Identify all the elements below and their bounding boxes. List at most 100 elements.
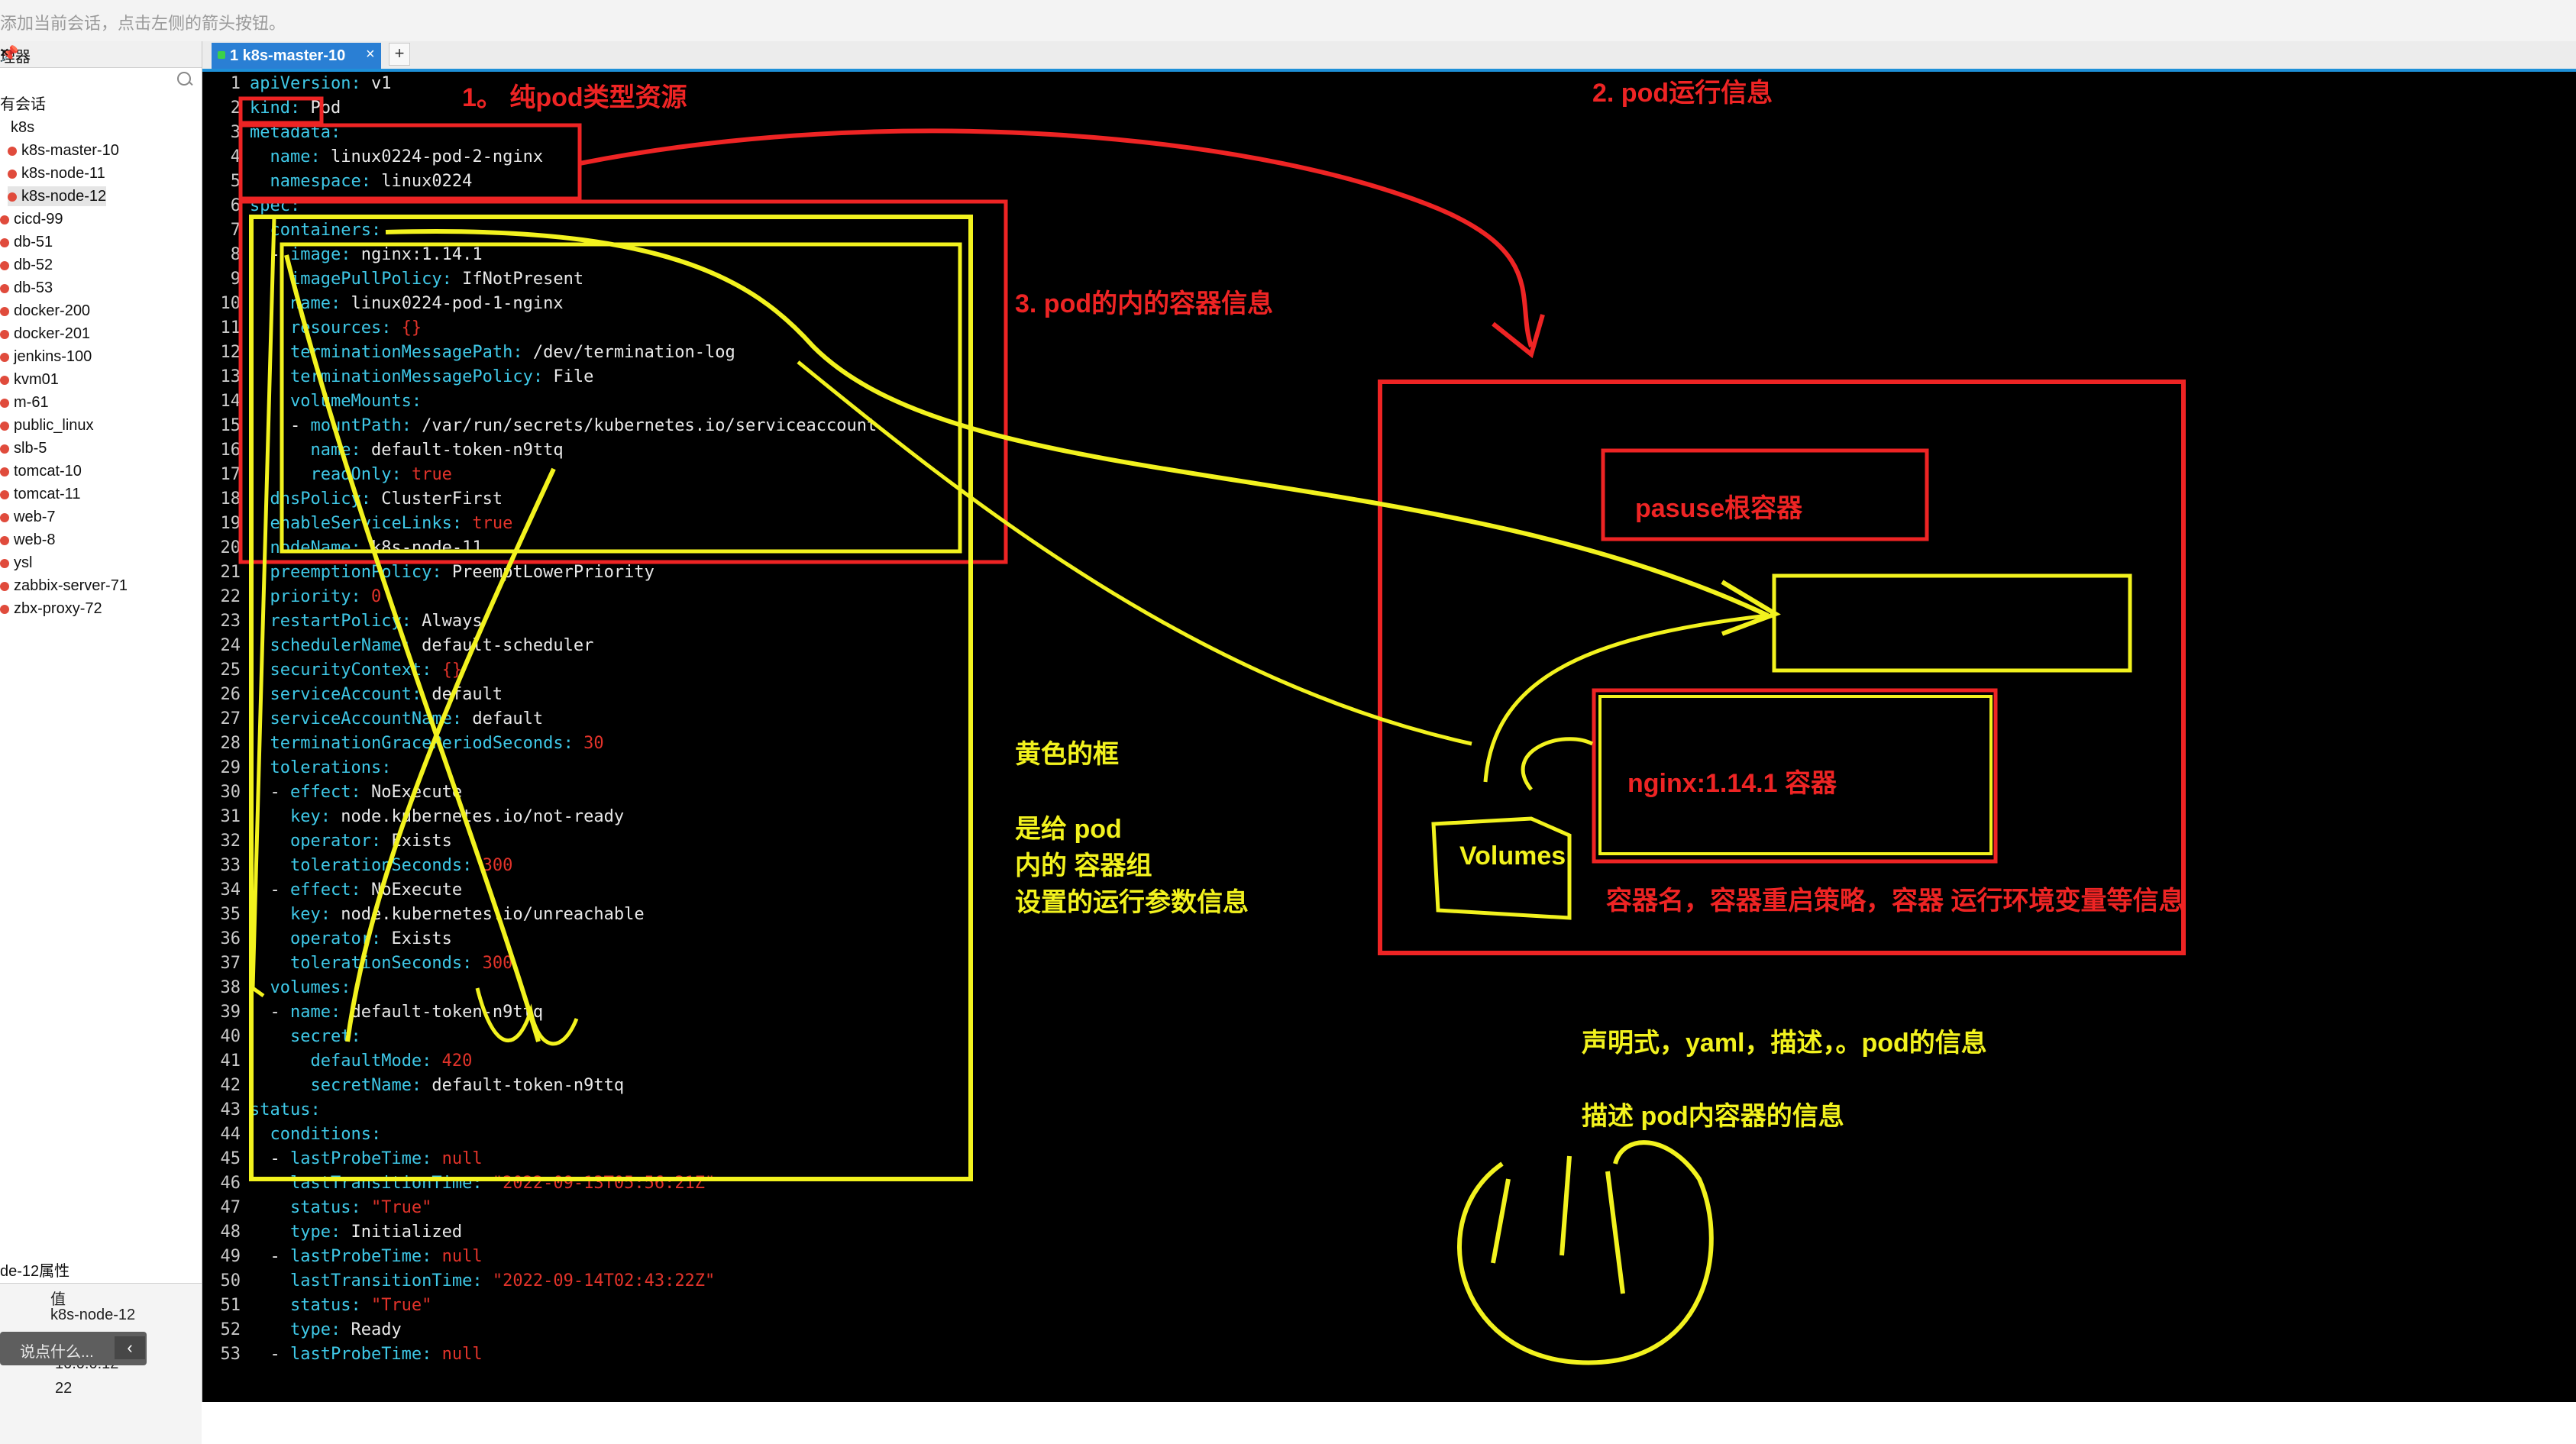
- server-icon: [0, 260, 9, 270]
- line-number: 35: [220, 905, 241, 924]
- code-line: lastTransitionTime: "2022-09-14T02:43:22…: [250, 1269, 715, 1294]
- code-token: type:: [289, 1320, 341, 1339]
- code-token: "True": [360, 1296, 432, 1315]
- code-token: 300: [472, 856, 513, 875]
- code-token: imagePullPolicy:: [289, 270, 452, 289]
- connected-status-icon: [218, 51, 225, 59]
- session-item-label: slb-5: [14, 440, 47, 457]
- session-item[interactable]: k8s-node-11: [8, 163, 105, 183]
- line-number: 24: [220, 636, 241, 655]
- session-item-label: tomcat-11: [14, 486, 81, 502]
- code-token: linux0224-pod-1-nginx: [341, 294, 564, 313]
- pod-outline-box: [1378, 380, 2186, 955]
- session-item[interactable]: web-7: [0, 507, 55, 527]
- tab-k8s-master-10[interactable]: 1 k8s-master-10 ×: [212, 43, 381, 69]
- line-number: 50: [220, 1271, 241, 1291]
- code-token: effect:: [289, 880, 361, 900]
- code-token: secretName:: [310, 1076, 422, 1095]
- session-item[interactable]: tomcat-10: [0, 461, 82, 481]
- tab-bar: 1 k8s-master-10 × +: [202, 41, 2576, 72]
- session-item[interactable]: m-61: [0, 392, 49, 412]
- code-line: - effect: NoExecute: [250, 878, 462, 903]
- code-token: "True": [360, 1198, 432, 1217]
- session-item[interactable]: public_linux: [0, 415, 94, 435]
- session-item-label: ysl: [14, 554, 33, 571]
- session-item-label: k8s-node-12: [21, 188, 107, 205]
- session-item[interactable]: tomcat-11: [0, 484, 80, 504]
- code-token: apiVersion:: [250, 74, 361, 93]
- code-line: schedulerName: default-scheduler: [250, 634, 594, 658]
- line-number: 19: [220, 514, 241, 533]
- session-item[interactable]: db-52: [0, 255, 53, 275]
- code-token: Exists: [381, 929, 452, 948]
- session-item-label: 有会话: [0, 96, 46, 113]
- session-item[interactable]: kvm01: [0, 370, 59, 389]
- line-number: 38: [220, 978, 241, 997]
- code-token: 300: [472, 954, 513, 973]
- code-token: terminationMessagePath:: [289, 343, 523, 362]
- code-token: -: [250, 1003, 290, 1022]
- code-token: tolerationSeconds:: [289, 856, 473, 875]
- line-number: 12: [220, 343, 241, 362]
- session-item-label: jenkins-100: [14, 348, 92, 365]
- nginx-container-box: [1592, 688, 1998, 864]
- container-yellow-box: [280, 242, 962, 554]
- code-token: key:: [289, 807, 331, 826]
- session-item[interactable]: zabbix-server-71: [0, 576, 128, 596]
- chevron-left-icon[interactable]: ‹: [115, 1336, 145, 1359]
- pin-icon[interactable]: 📌: [0, 46, 19, 63]
- code-line: apiVersion: v1: [250, 72, 391, 96]
- line-number: 16: [220, 441, 241, 460]
- session-item[interactable]: web-8: [0, 530, 55, 550]
- session-item[interactable]: db-51: [0, 232, 53, 252]
- session-item-label: zabbix-server-71: [14, 577, 128, 594]
- line-number: 53: [220, 1345, 241, 1364]
- line-number: 31: [220, 807, 241, 826]
- code-token: 420: [431, 1052, 473, 1071]
- session-manager-header: 理器 📌 ×: [0, 41, 202, 68]
- code-token: lastProbeTime:: [289, 1149, 432, 1168]
- session-item[interactable]: k8s: [11, 118, 34, 137]
- server-icon: [0, 215, 9, 225]
- code-line: type: Ready: [250, 1318, 402, 1342]
- code-token: nginx:1.14.1: [351, 245, 483, 264]
- pause-container-box: [1601, 448, 1929, 541]
- session-item[interactable]: k8s-master-10: [8, 141, 119, 160]
- session-item[interactable]: docker-200: [0, 301, 90, 321]
- tooltip-text: 说点什么...: [20, 1344, 94, 1361]
- session-item[interactable]: slb-5: [0, 438, 47, 458]
- session-item[interactable]: jenkins-100: [0, 347, 92, 367]
- session-item[interactable]: 有会话: [0, 95, 46, 115]
- line-number: 34: [220, 880, 241, 900]
- session-item[interactable]: docker-201: [0, 324, 90, 344]
- tab-close-icon[interactable]: ×: [366, 46, 375, 63]
- code-token: defaultMode:: [310, 1052, 432, 1071]
- close-icon[interactable]: ×: [0, 44, 9, 61]
- session-item[interactable]: zbx-proxy-72: [0, 599, 102, 619]
- line-number: 11: [220, 318, 241, 338]
- session-item[interactable]: cicd-99: [0, 209, 63, 229]
- session-item-label: k8s-master-10: [21, 142, 119, 159]
- code-token: lastProbeTime:: [289, 1345, 432, 1364]
- code-token: status:: [250, 1100, 321, 1119]
- session-item[interactable]: ysl: [0, 553, 32, 573]
- code-line: nodeName: k8s-node-11: [250, 536, 483, 560]
- chat-tooltip[interactable]: 说点什么... ‹: [0, 1332, 147, 1365]
- code-token: node.kubernetes.io/unreachable: [330, 905, 645, 924]
- yellow-note-line-1: 黄色的框: [1015, 740, 1119, 769]
- containers-red-box: [238, 199, 1008, 564]
- container-details-label: 容器名，容器重启策略，容器 运行环境变量等信息: [1606, 887, 2185, 916]
- code-token: default-token-n9ttq: [341, 1003, 544, 1022]
- code-token: 0: [360, 587, 382, 606]
- line-number: 25: [220, 661, 241, 680]
- session-item[interactable]: k8s-node-12: [8, 186, 107, 206]
- line-number: 23: [220, 612, 241, 631]
- search-icon[interactable]: [177, 72, 191, 86]
- code-token: serviceAccount:: [270, 685, 422, 704]
- nginx-yellow-box: [1598, 695, 1993, 855]
- add-tab-button[interactable]: +: [389, 43, 410, 66]
- session-item[interactable]: db-53: [0, 278, 53, 298]
- session-item-label: db-53: [14, 279, 53, 296]
- code-line: containers:: [250, 218, 382, 243]
